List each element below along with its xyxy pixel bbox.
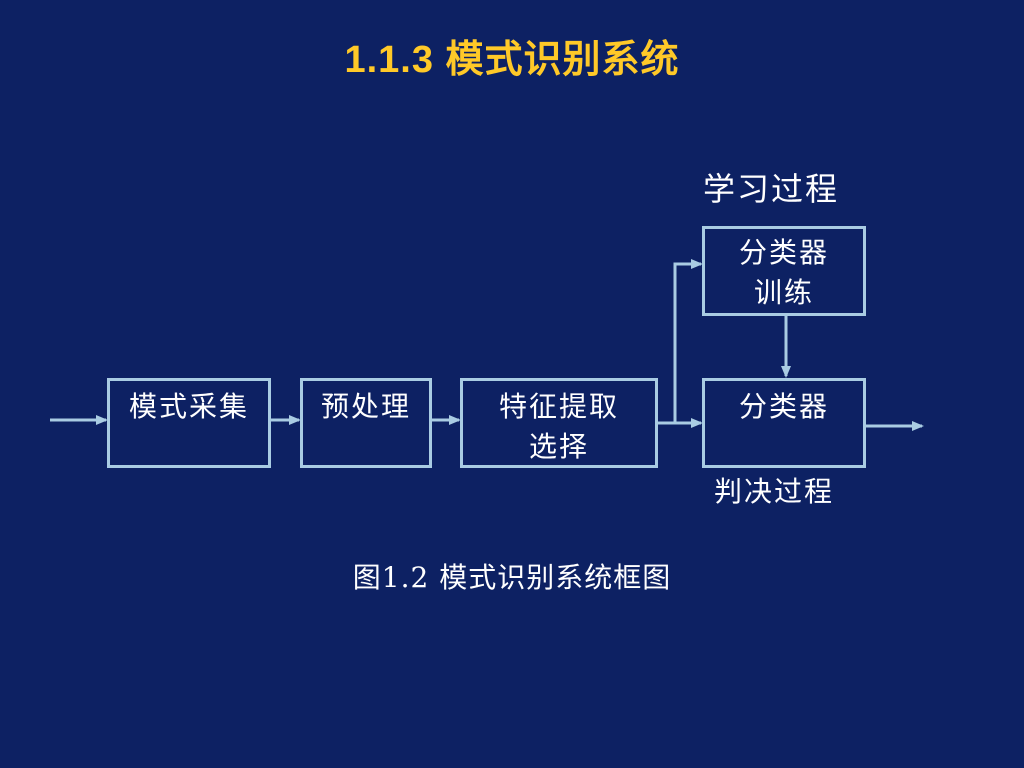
- classifier-training-box: 分类器 训练: [702, 226, 866, 316]
- box-text: 分类器: [738, 390, 829, 423]
- decision-process-label: 判决过程: [714, 475, 835, 508]
- pattern-collection-box: 模式采集: [107, 378, 271, 468]
- box-text: 分类器: [738, 236, 829, 269]
- box-text: 选择: [528, 430, 589, 463]
- box-text: 训练: [753, 276, 814, 309]
- feature-extraction-box: 特征提取 选择: [460, 378, 658, 468]
- learning-process-label: 学习过程: [703, 170, 840, 208]
- preprocessing-box: 预处理: [300, 378, 432, 468]
- box-text: 模式采集: [128, 390, 249, 423]
- arrow-feature-to-train: [673, 259, 703, 423]
- page-title: 1.1.3 模式识别系统: [344, 39, 680, 81]
- figure-caption: 图1.2 模式识别系统框图: [352, 561, 672, 594]
- box-text: 预处理: [320, 390, 411, 423]
- box-text: 特征提取: [498, 390, 619, 423]
- classifier-decision-box: 分类器: [702, 378, 866, 468]
